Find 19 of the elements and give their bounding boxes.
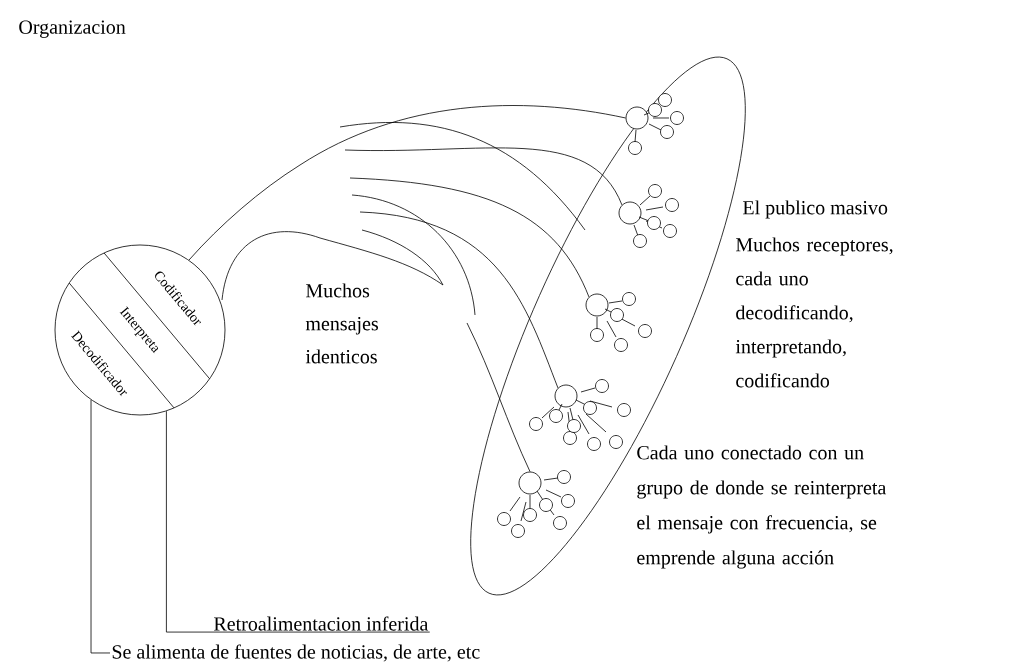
message-line [344,147,623,206]
caption-text: Cada uno conectado con un grupo de donde se reinterpreta el mensaje con frecuencia, se emprende alguna acción [637,445,887,569]
message-line [188,105,626,261]
receiver-group-drawing [625,93,684,155]
message-line [359,211,559,389]
note-text: Retroalimentacion inferida [214,616,429,631]
heading-text: El publico masivo [743,200,888,219]
heading-text: Organizacion [19,20,126,38]
receiver-group-drawing [585,292,652,352]
message-line [166,410,431,633]
message-line [349,177,590,298]
receiver-group-drawing [497,470,575,538]
caption-text: Muchos receptores, cada uno decodificando, interpretando, codificando [735,237,893,388]
message-line [90,399,111,654]
receiver-group-drawing [529,379,631,451]
receiver-group-drawing [618,184,679,248]
caption-text: Muchos mensajes identicos [305,283,378,364]
note-text: Se alimenta de fuentes de noticias, de arte, etc [112,644,480,662]
message-line [466,322,531,472]
